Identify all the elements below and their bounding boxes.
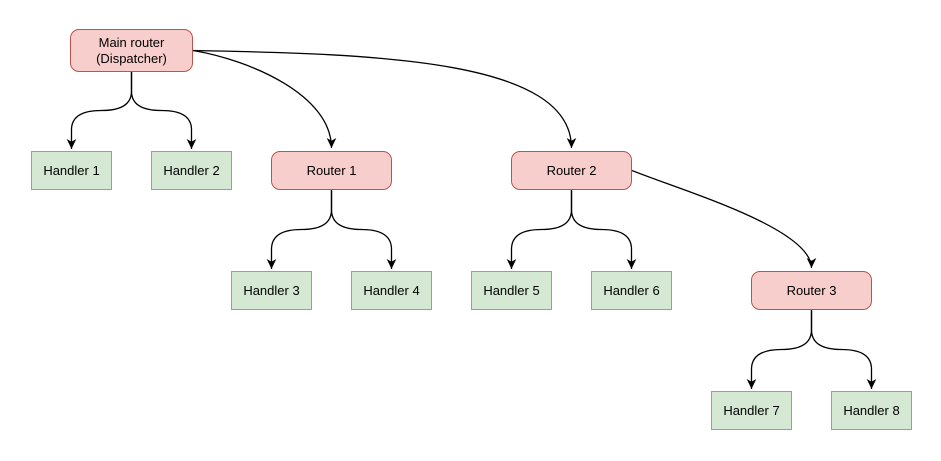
node-main-router-label-line2: (Dispatcher) — [96, 50, 167, 66]
node-handler-5-label: Handler 5 — [483, 282, 540, 298]
node-router-3-label: Router 3 — [786, 282, 837, 298]
node-main-router-label-line1: Main router — [98, 34, 165, 50]
node-router-3: Router 3 — [751, 271, 872, 310]
node-handler-7: Handler 7 — [711, 391, 792, 430]
edge-router-1-to-handler-3 — [266, 190, 333, 269]
node-handler-1: Handler 1 — [31, 151, 112, 190]
node-handler-2: Handler 2 — [151, 151, 232, 190]
node-router-1-label: Router 1 — [306, 162, 357, 178]
edge-router-3-to-handler-8 — [810, 310, 877, 389]
edge-router-2-to-handler-6 — [570, 190, 637, 269]
node-handler-3-label: Handler 3 — [243, 282, 300, 298]
edge-main-to-router-1 — [192, 49, 337, 149]
node-handler-6-label: Handler 6 — [603, 282, 660, 298]
node-handler-8: Handler 8 — [831, 391, 912, 430]
node-router-2: Router 2 — [511, 151, 632, 190]
edge-main-to-router-2 — [192, 49, 577, 149]
node-handler-4: Handler 4 — [351, 271, 432, 310]
node-main-router-label: Main router (Dispatcher) — [96, 35, 167, 67]
node-handler-4-label: Handler 4 — [363, 282, 420, 298]
node-handler-2-label: Handler 2 — [163, 162, 220, 178]
node-router-2-label: Router 2 — [546, 162, 597, 178]
node-router-1: Router 1 — [271, 151, 392, 190]
node-handler-7-label: Handler 7 — [723, 402, 780, 418]
edge-main-to-handler-2 — [130, 72, 197, 149]
node-handler-5: Handler 5 — [471, 271, 552, 310]
node-handler-1-label: Handler 1 — [43, 162, 100, 178]
edge-main-to-handler-1 — [66, 72, 133, 149]
edge-router-2-to-handler-5 — [506, 190, 573, 269]
node-main-router: Main router (Dispatcher) — [70, 29, 193, 72]
node-handler-3: Handler 3 — [231, 271, 312, 310]
node-handler-8-label: Handler 8 — [843, 402, 900, 418]
node-handler-6: Handler 6 — [591, 271, 672, 310]
edge-router-1-to-handler-4 — [330, 190, 397, 269]
edge-router-2-to-router-3 — [631, 169, 817, 269]
edge-router-3-to-handler-7 — [746, 310, 813, 389]
